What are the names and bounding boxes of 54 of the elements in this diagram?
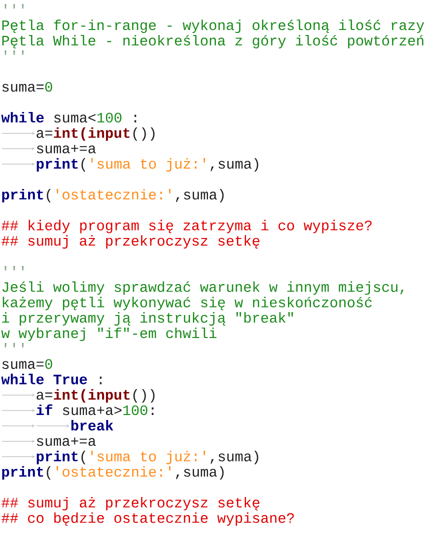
code-text: : <box>134 114 136 122</box>
docstring: Pętla for-in-range - wykonaj określoną ilość razy <box>2 20 424 33</box>
code-text: ,suma) <box>176 188 224 202</box>
string-literal: 'ostatecznie:' <box>56 188 171 200</box>
comment: ## co będzie ostatecznie wypisane? <box>2 512 294 526</box>
code-text: suma+=a <box>36 144 96 154</box>
code-text: ,suma) <box>210 450 258 464</box>
docstring: Pętla While - nieokreślona z góry ilość powtórzeń <box>2 34 424 48</box>
code-text: ()) <box>133 127 154 141</box>
keyword: print <box>36 158 78 172</box>
number-literal: 0 <box>45 359 52 369</box>
code-text: suma< <box>54 114 96 123</box>
docstring: każemy pętli wykonywać się w nieskończoność <box>2 296 372 310</box>
code-text: ,suma) <box>176 466 224 480</box>
code-text: ,suma) <box>210 158 258 172</box>
docstring-quotes: ''' <box>4 266 24 270</box>
keyword: while <box>1 112 44 123</box>
docstring: i przerywamy ją instrukcją "break" <box>2 312 293 326</box>
builtin-function: int(input <box>54 127 130 141</box>
code-text: ( <box>46 466 51 480</box>
code-text: ( <box>82 450 86 464</box>
comment: ## sumuj aż przekroczysz setkę <box>2 496 260 510</box>
docstring: Jeśli wolimy sprawdzać warunek w innym miejscu, <box>2 281 404 295</box>
keyword: break <box>71 420 114 431</box>
code-text: : <box>100 376 102 384</box>
keyword: print <box>2 188 44 202</box>
keyword: print <box>36 450 78 464</box>
code-text: suma+a> <box>62 406 122 416</box>
code-text: suma= <box>2 361 44 369</box>
string-literal: 'ostatecznie:' <box>56 466 171 477</box>
keyword: True <box>54 374 87 384</box>
number-literal: 0 <box>45 82 52 92</box>
code-text: ( <box>46 188 51 202</box>
builtin-function: int(input <box>54 389 130 403</box>
keyword: if <box>36 404 52 415</box>
code-text: suma+=a <box>36 437 96 446</box>
code-text: a= <box>36 130 52 138</box>
keyword: while <box>1 374 44 384</box>
code-text: suma= <box>2 84 44 92</box>
docstring: w wybranej "if"-em chwili <box>1 328 216 341</box>
number-literal: 100 <box>123 405 148 416</box>
code-text: : <box>152 407 154 415</box>
code-text: a= <box>36 392 52 400</box>
number-literal: 100 <box>97 112 122 123</box>
code-text: ( <box>82 158 86 172</box>
code-text: ()) <box>133 389 154 403</box>
docstring-quotes: ''' <box>4 50 24 55</box>
keyword: print <box>2 466 44 480</box>
comment: ## kiedy program się zatrzyma i co wypisze? <box>2 220 372 234</box>
string-literal: 'suma to już:' <box>91 450 206 464</box>
comment: ## sumuj aż przekroczysz setkę <box>2 235 260 249</box>
docstring-quotes: ''' <box>4 4 24 9</box>
string-literal: 'suma to już:' <box>91 158 206 172</box>
docstring-quotes: ''' <box>4 342 24 348</box>
